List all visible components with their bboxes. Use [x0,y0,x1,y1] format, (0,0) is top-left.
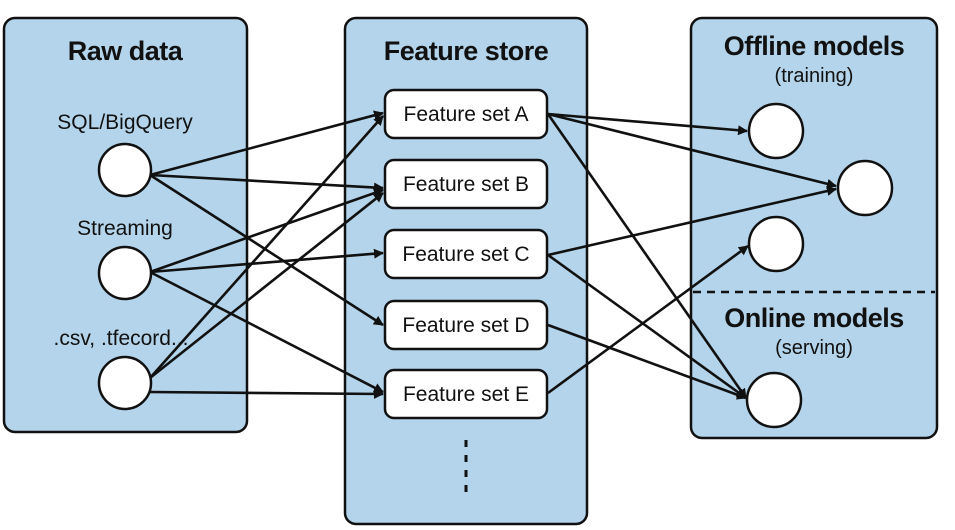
feature-set-b-label: Feature set B [403,173,529,196]
raw-data-panel [2,16,249,434]
edge-csv-to-fs-e [149,388,384,399]
edge-streaming-to-fs-e [149,270,384,394]
edge-fs-a-to-online-1 [546,113,748,399]
feature-set-a-box [383,88,549,140]
feature-set-c-label: Feature set C [402,243,529,266]
feature-set-e-label: Feature set E [403,383,529,406]
feature-set-d-label: Feature set D [402,314,529,337]
feature-set-a-label: Feature set A [404,103,529,126]
edge-fs-d-to-online-1 [547,323,747,400]
feature-set-c-box [383,228,549,280]
edge-fs-a-to-offline-1 [547,112,748,136]
offline-model-3-node [747,215,805,273]
edge-csv-to-fs-a [149,115,384,379]
online-model-1-node [745,371,803,429]
offline-models-subtitle: (training) [775,65,854,87]
online-models-title: Online models [724,303,904,333]
source-node-streaming [97,245,153,301]
edge-streaming-to-fs-b [149,188,384,274]
source-node-sql [97,142,153,198]
raw-data-title: Raw data [68,36,184,66]
feature-set-e-box [383,368,549,420]
edge-fs-e-to-offline-3 [547,244,749,395]
edges-layer [149,110,837,400]
offline-models-title: Offline models [724,31,905,61]
edge-sql-to-fs-a [149,110,384,177]
feature-set-b-box [383,158,549,210]
edge-csv-to-fs-b [149,191,384,380]
edge-fs-c-to-offline-2 [547,186,837,257]
offline-model-1-node [747,102,805,160]
edge-streaming-to-fs-c [149,248,384,274]
feature-store-title: Feature store [384,36,549,66]
feature-set-d-box [383,299,549,351]
source-label-csv: .csv, .tfecord... [54,327,189,350]
edge-fs-a-to-offline-2 [547,112,837,189]
offline-model-2-node [836,159,894,217]
source-label-streaming: Streaming [77,217,173,240]
edge-fs-c-to-online-1 [547,253,747,400]
edge-sql-to-fs-b [149,173,384,193]
edge-sql-to-fs-d [149,173,384,327]
source-label-sql: SQL/BigQuery [57,111,193,134]
online-models-subtitle: (serving) [775,337,853,359]
source-node-csv [97,355,153,411]
